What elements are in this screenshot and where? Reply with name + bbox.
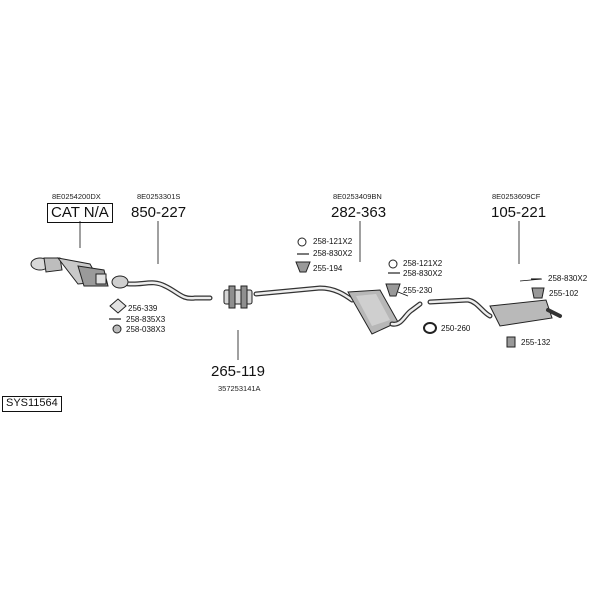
middle-silencer: [253, 285, 423, 335]
part-number-front-pipe[interactable]: 850-227: [131, 204, 187, 221]
fitting-label[interactable]: 255-132: [521, 338, 551, 347]
part-number-middle[interactable]: 282-363: [331, 204, 387, 221]
clamp-icon: [423, 322, 437, 334]
oe-number-front-pipe: 8E0253301S: [137, 192, 181, 201]
mount-icon: [295, 261, 311, 273]
fitting-label[interactable]: 258-835X3: [126, 315, 166, 324]
part-number-cat[interactable]: CAT N/A: [47, 203, 113, 223]
gasket-icon: [109, 298, 127, 314]
system-code: SYS11564: [2, 396, 62, 412]
fitting-label[interactable]: 250-260: [441, 324, 471, 333]
ring-icon: [388, 259, 398, 269]
fitting-label[interactable]: 258-038X3: [126, 325, 166, 334]
fitting-label[interactable]: 258-121X2: [313, 237, 353, 246]
front-pipe: [111, 275, 213, 301]
fitting-label[interactable]: 256-339: [128, 304, 158, 313]
rear-silencer: [427, 297, 562, 327]
fitting-icons: [109, 237, 545, 348]
fitting-label[interactable]: 255-230: [403, 286, 433, 295]
oe-number-middle: 8E0253409BN: [333, 192, 382, 201]
leader-f9: [397, 291, 409, 297]
oe-number-rear: 8E0253609CF: [492, 192, 541, 201]
fitting-label[interactable]: 255-102: [549, 289, 579, 298]
oe-number-cat: 8E0254200DX: [52, 192, 101, 201]
mount-icon: [385, 283, 401, 297]
fitting-label[interactable]: 258-830X2: [313, 249, 353, 258]
part-number-connector[interactable]: 265-119: [211, 363, 265, 380]
fitting-label[interactable]: 258-830X2: [403, 269, 443, 278]
oe-number-connector: 357253141A: [218, 384, 261, 393]
fitting-label[interactable]: 255-194: [313, 264, 343, 273]
fitting-label[interactable]: 258-121X2: [403, 259, 443, 268]
fitting-label[interactable]: 258-830X2: [548, 274, 588, 283]
mount-icon: [506, 336, 516, 348]
ring-icon: [297, 237, 307, 247]
connector-265-119: [223, 285, 253, 309]
nut-icon: [112, 324, 122, 334]
cat-converter: [30, 257, 109, 287]
mount-icon: [531, 287, 545, 299]
leader-lines: [79, 221, 543, 360]
part-number-rear[interactable]: 105-221: [491, 204, 547, 221]
